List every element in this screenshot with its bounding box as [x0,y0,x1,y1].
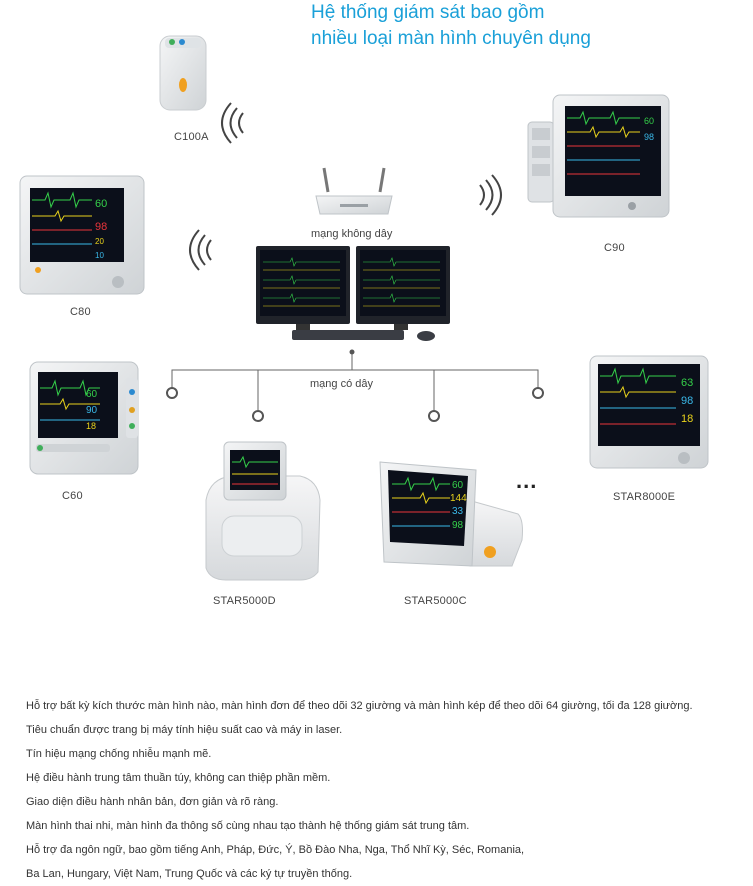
system-diagram: 60 98 60 98 20 10 [19,35,709,581]
feature-item: Hệ điều hành trung tâm thuần túy, không … [26,772,331,784]
title-line-2: nhiều loại màn hình chuyên dụng [311,28,591,49]
star8000e-device: 63 98 18 [589,355,709,469]
network-hub-icon [349,349,355,355]
star5000d-label: STAR5000D [213,595,276,607]
feature-item: Giao diện điều hành nhân bản, đơn giản v… [26,796,279,808]
star5000c-device: 60 144 33 98 [379,461,523,567]
feature-item: Tín hiệu mạng chống nhiễu mạnh mẽ. [26,748,212,760]
central-station [256,246,450,341]
feature-item: Ba Lan, Hungary, Việt Nam, Trung Quốc và… [26,868,353,880]
feature-item: Hỗ trợ bất kỳ kích thước màn hình nào, m… [26,700,693,712]
feature-item: Tiêu chuẩn được trang bị máy tính hiệu s… [26,724,343,736]
c60-reading: 18 [86,421,96,431]
c90-label: C90 [604,242,625,254]
star5000c-reading: 144 [450,493,467,504]
star8000e-reading: 63 [681,377,693,389]
wired-network [171,352,539,410]
c80-reading: 10 [95,251,104,260]
c60-label: C60 [62,490,83,502]
feature-list: Hỗ trợ bất kỳ kích thước màn hình nào, m… [26,694,693,886]
c60-reading: 60 [86,389,98,400]
star5000d-device [205,441,321,581]
wireless-signal-icon [221,102,244,144]
c100a-label: C100A [174,131,209,143]
c60-reading: 90 [86,405,98,416]
wired-network-label: mạng có dây [310,378,373,390]
c80-label: C80 [70,306,91,318]
wireless-signal-icon [479,174,502,216]
c80-device: 60 98 20 10 [19,175,145,295]
title-line-1: Hệ thống giám sát bao gồm [311,2,545,23]
feature-item: Hỗ trợ đa ngôn ngữ, bao gồm tiếng Anh, P… [26,844,525,856]
wireless-router [315,167,393,215]
c90-device: 60 98 [527,94,670,218]
page-title: Hệ thống giám sát bao gồm nhiều loại màn… [311,0,591,52]
c90-reading: 60 [644,116,654,126]
c60-device: 60 90 18 [29,361,139,475]
star5000c-reading: 98 [452,520,464,531]
star5000c-label: STAR5000C [404,595,467,607]
star5000c-reading: 33 [452,506,464,517]
c80-reading: 20 [95,237,104,246]
more-devices-ellipsis: ... [516,468,538,493]
star8000e-label: STAR8000E [613,491,676,503]
wireless-network-label: mạng không dây [311,228,393,240]
c80-reading: 98 [95,221,107,233]
network-port-icon [166,387,544,422]
star5000c-reading: 60 [452,480,464,491]
star8000e-reading: 18 [681,413,693,425]
c90-reading: 98 [644,132,654,142]
c80-reading: 60 [95,198,107,210]
star8000e-reading: 98 [681,395,693,407]
c100a-device [159,35,207,111]
wireless-signal-icon [189,229,212,271]
feature-item: Màn hình thai nhi, màn hình đa thông số … [26,820,470,832]
